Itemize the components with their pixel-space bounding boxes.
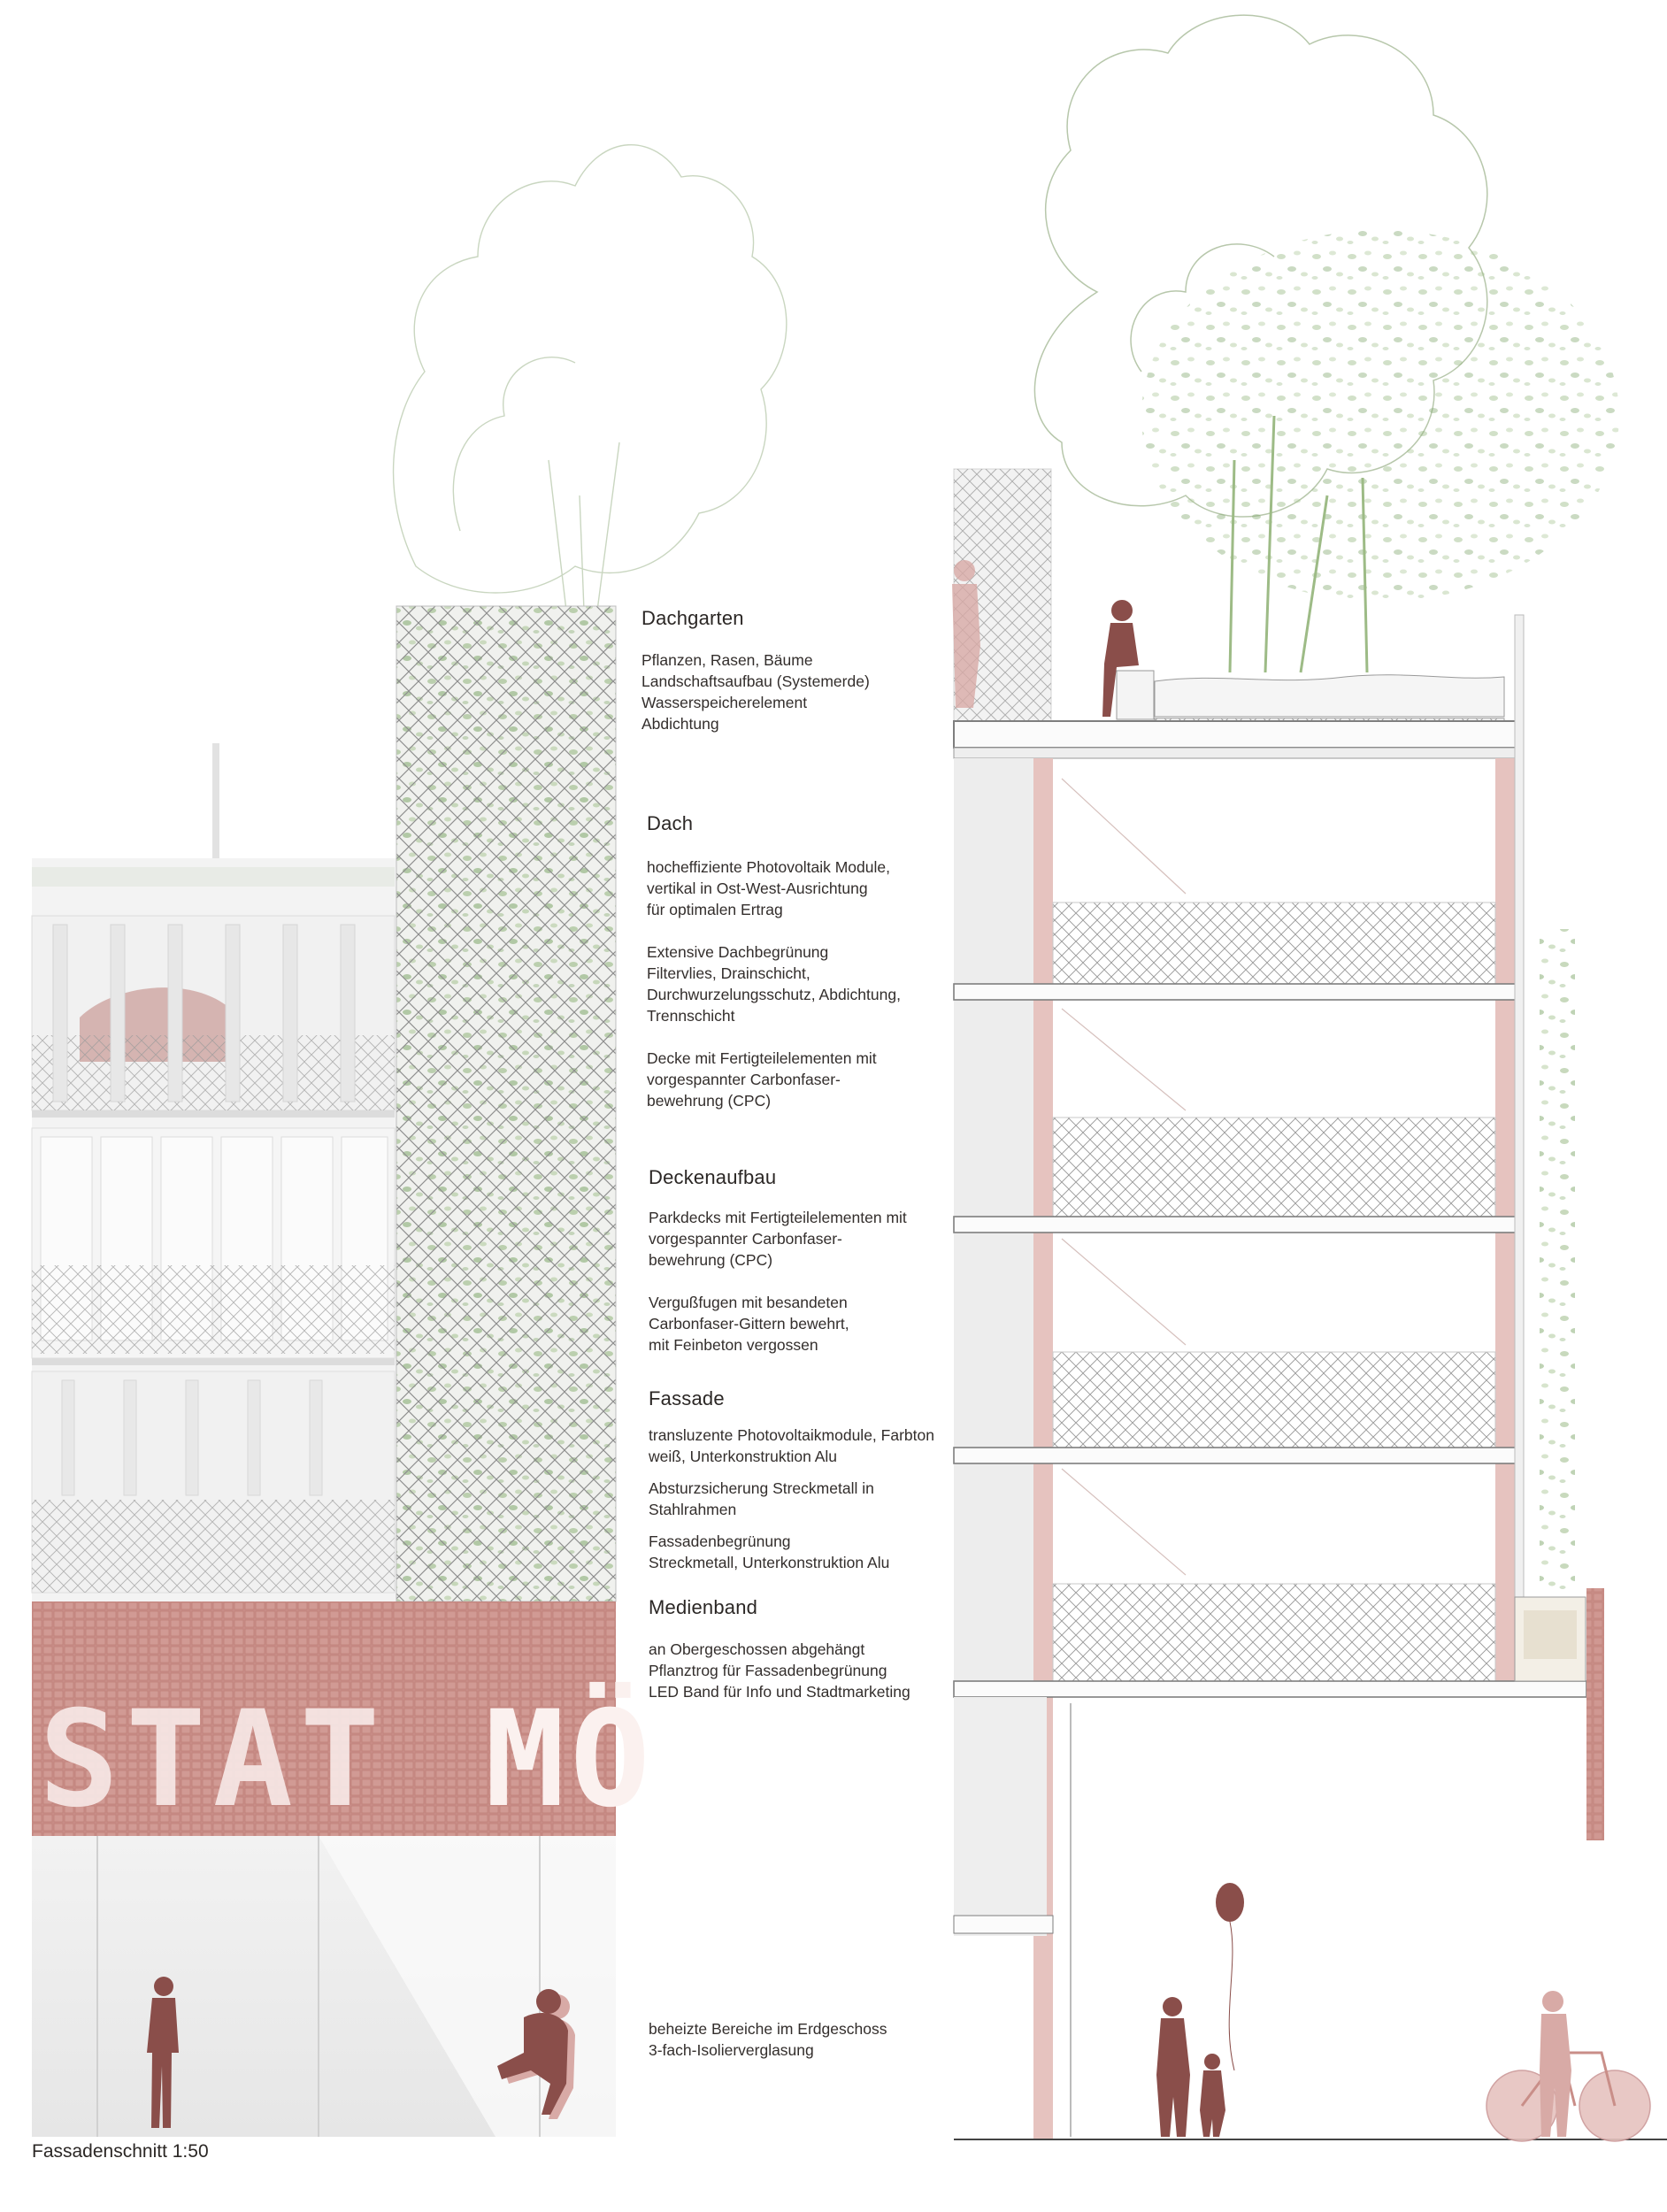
annotation-line: Pflanztrog für Fassadenbegrünung <box>649 1662 887 1679</box>
annotation-medienband: Medienband an Obergeschossen abgehängt P… <box>649 1596 910 1702</box>
annotation-line: an Obergeschossen abgehängt <box>649 1640 865 1658</box>
annotation-line: Durchwurzelungsschutz, Abdichtung, <box>647 986 901 1003</box>
annotation-line: mit Feinbeton vergossen <box>649 1336 818 1354</box>
seated-person-icon <box>1102 600 1139 717</box>
annotation-line: 3-fach-Isolierverglasung <box>649 2041 814 2059</box>
annotation-title: Medienband <box>649 1596 758 1618</box>
annotation-dach: Dach hocheffiziente Photovoltaik Module,… <box>647 812 901 1111</box>
ground-floor-glazing <box>32 1836 616 2137</box>
annotation-fassade: Fassade transluzente Photovoltaikmodule,… <box>649 1387 934 1573</box>
annotation-line: Trennschicht <box>647 1007 735 1025</box>
person-standing-icon <box>147 1977 179 2128</box>
pv-fins-upper <box>31 915 396 1118</box>
annotation-line: Vergußfugen mit besandeten <box>649 1294 848 1311</box>
annotation-line: Landschaftsaufbau (Systemerde) <box>641 672 870 690</box>
annotation-line: vorgespannter Carbonfaser- <box>649 1230 842 1248</box>
parking-decks <box>953 778 1587 1698</box>
annotation-line: Streckmetall, Unterkonstruktion Alu <box>649 1554 890 1571</box>
annotation-line: Absturzsicherung Streckmetall in <box>649 1479 874 1497</box>
annotation-line: Decke mit Fertigteilelementen mit <box>647 1049 877 1067</box>
annotation-dachgarten: Dachgarten Pflanzen, Rasen, Bäume Landsc… <box>641 607 870 734</box>
elevation-view: STAT MÖ <box>31 144 787 2137</box>
annotation-line: Fassadenbegrünung <box>649 1532 791 1550</box>
annotation-deckenaufbau: Deckenaufbau Parkdecks mit Fertigteilele… <box>649 1166 907 1356</box>
media-band <box>32 1601 616 1836</box>
person-jumping-icon <box>497 1989 575 2119</box>
annotation-ground-floor: beheizte Bereiche im Erdgeschoss 3-fach-… <box>649 2018 887 2061</box>
annotation-line: weiß, Unterkonstruktion Alu <box>649 1448 838 1465</box>
balloon-icon <box>1216 1883 1244 2071</box>
annotation-line: Pflanzen, Rasen, Bäume <box>641 651 813 669</box>
tree-outline-left <box>392 144 787 611</box>
annotation-line: Carbonfaser-Gittern bewehrt, <box>649 1315 849 1333</box>
media-band-text-right: MÖ <box>485 1681 656 1837</box>
annotation-title: Fassade <box>649 1387 725 1409</box>
annotation-line: vertikal in Ost-West-Ausrichtung <box>647 879 868 897</box>
annotation-line: Filtervlies, Drainschicht, <box>647 964 810 982</box>
green-facade-mesh <box>396 605 617 1602</box>
annotation-title: Deckenaufbau <box>649 1166 777 1188</box>
annotation-line: transluzente Photovoltaikmodule, Farbton <box>649 1426 934 1444</box>
annotation-line: Abdichtung <box>641 715 719 733</box>
annotation-line: hocheffiziente Photovoltaik Module, <box>647 858 890 876</box>
drawing-caption: Fassadenschnitt 1:50 <box>32 2141 209 2162</box>
annotation-line: LED Band für Info und Stadtmarketing <box>649 1683 910 1701</box>
tree-foliage <box>1141 230 1619 602</box>
annotation-line: Extensive Dachbegrünung <box>647 943 829 961</box>
person-with-bicycle-icon <box>1486 1991 1651 2142</box>
media-band-text-left: STAT <box>39 1683 387 1837</box>
annotation-line: bewehrung (CPC) <box>649 1251 773 1269</box>
pv-fins-lower <box>31 1371 396 1594</box>
annotation-line: vorgespannter Carbonfaser- <box>647 1071 841 1088</box>
translucent-pv-modules <box>31 1127 396 1365</box>
annotation-title: Dachgarten <box>641 607 744 629</box>
annotation-line: Stahlrahmen <box>649 1501 737 1518</box>
annotation-line: Parkdecks mit Fertigteilelementen mit <box>649 1209 907 1226</box>
annotation-line: bewehrung (CPC) <box>647 1092 772 1110</box>
section-view <box>952 14 1667 2142</box>
annotation-title: Dach <box>647 812 694 834</box>
annotation-line: beheizte Bereiche im Erdgeschoss <box>649 2020 887 2038</box>
annotation-line: für optimalen Ertrag <box>647 901 783 918</box>
annotation-line: Wasserspeicherelement <box>641 694 808 711</box>
mother-child-icon <box>1156 1997 1225 2137</box>
roof-garden <box>1102 600 1505 730</box>
